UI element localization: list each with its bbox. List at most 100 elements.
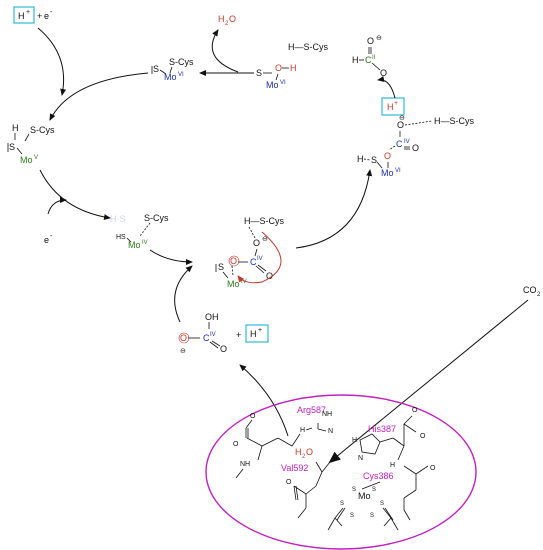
- svg-text:Mo: Mo: [164, 72, 177, 82]
- active-site-ellipse: [205, 394, 477, 550]
- svg-text:VI: VI: [178, 72, 184, 78]
- svg-text:O: O: [229, 14, 236, 24]
- svg-text:IV: IV: [142, 240, 148, 246]
- arrow-electron-in: [47, 197, 67, 215]
- svg-text:NH: NH: [322, 411, 332, 418]
- svg-text:S: S: [153, 64, 159, 74]
- svg-text:S: S: [370, 513, 374, 519]
- svg-text:2: 2: [302, 454, 306, 460]
- svg-text:HS: HS: [116, 234, 126, 241]
- bicarbonate-group: OH O C IV O ⊖ + H +: [178, 312, 269, 355]
- svg-text:S: S: [218, 262, 224, 272]
- svg-text:IV: IV: [210, 332, 216, 338]
- arrow-movi-to-mov: [49, 72, 149, 121]
- svg-text:O: O: [306, 447, 313, 457]
- arrow-h-plus-in: [37, 27, 67, 96]
- svg-text:O: O: [233, 441, 239, 448]
- svg-text:2: 2: [225, 21, 229, 27]
- red-o-circle: [228, 255, 240, 267]
- svg-text:VI: VI: [395, 168, 401, 174]
- svg-text:O: O: [220, 344, 227, 354]
- mo-iv-complex: H·S S-Cys HS Mo IV: [110, 213, 169, 250]
- svg-text:⊖: ⊖: [262, 236, 268, 243]
- svg-text:S-Cys: S-Cys: [144, 213, 169, 223]
- svg-text:O: O: [384, 151, 391, 161]
- svg-text:O: O: [412, 407, 418, 414]
- svg-text:Mo: Mo: [128, 240, 141, 250]
- svg-text:O: O: [253, 238, 260, 248]
- arrow-moiv-to-co2: [149, 249, 193, 265]
- svg-text:⊖: ⊖: [399, 115, 405, 122]
- svg-text:Mo: Mo: [227, 279, 240, 289]
- svg-text:O: O: [430, 465, 436, 472]
- svg-text:NH: NH: [240, 461, 250, 468]
- svg-text:O: O: [250, 413, 256, 420]
- svg-text:S: S: [9, 142, 15, 152]
- svg-text:H: H: [352, 437, 357, 444]
- svg-text:H·S: H·S: [110, 214, 126, 224]
- electron-left: e -: [44, 233, 53, 245]
- svg-text:C: C: [396, 139, 403, 149]
- red-electron-arrow: [237, 231, 282, 284]
- svg-text:Mo: Mo: [381, 168, 394, 178]
- svg-text:+: +: [236, 330, 241, 340]
- svg-text:O: O: [420, 433, 426, 440]
- svg-text:O: O: [275, 63, 282, 73]
- arrow-to-formate: [377, 76, 396, 99]
- val592-label: Val592: [281, 463, 308, 473]
- plus-text: +: [26, 9, 30, 16]
- svg-text:H: H: [300, 427, 305, 434]
- cys386-label: Cys386: [363, 471, 394, 481]
- arrow-bicarbonate-in: [174, 265, 193, 323]
- svg-text:S: S: [380, 501, 384, 507]
- svg-text:H: H: [218, 14, 225, 24]
- svg-text:H: H: [387, 102, 394, 112]
- svg-text:H: H: [390, 462, 395, 469]
- svg-text:+: +: [258, 327, 262, 334]
- electron-text: e: [44, 11, 49, 21]
- plus-sign: +: [37, 11, 42, 21]
- svg-text:e: e: [44, 235, 49, 245]
- active-site-structure: Arg587 His387 Val592 Cys386 NH H N O O N…: [233, 405, 436, 531]
- svg-text:N: N: [328, 428, 333, 435]
- mo-v-complex: H S S-Cys Mo V: [7, 123, 55, 165]
- water-top: H 2 O: [218, 14, 236, 27]
- mo-vi-co2-complex: H + ⊖ O H—S-Cys C IV O O H S Mo VI: [357, 97, 474, 178]
- svg-text:Mo: Mo: [358, 491, 371, 501]
- arrow-to-movi-co2: [295, 169, 373, 249]
- svg-text:Mo: Mo: [266, 80, 279, 90]
- svg-text:S: S: [256, 68, 262, 78]
- svg-text:II: II: [372, 55, 376, 61]
- svg-text:S: S: [340, 501, 344, 507]
- h-text: H: [18, 11, 25, 21]
- svg-text:S: S: [352, 487, 356, 493]
- his387-label: His387: [368, 424, 396, 434]
- svg-text:S: S: [350, 513, 354, 519]
- svg-text:⊖: ⊖: [376, 35, 382, 42]
- svg-text:VI: VI: [280, 80, 286, 86]
- arrow-active-to-bicarb: [239, 364, 289, 437]
- mo-iv-co2-complex: H—S-Cys O ⊖ O C IV O S Mo IV: [215, 216, 284, 289]
- arrow-co2-in: [328, 299, 529, 464]
- mo-vi-s-cys-left: S S-Cys Mo VI: [151, 57, 194, 82]
- svg-text:H: H: [295, 447, 302, 457]
- svg-text:H—S-Cys: H—S-Cys: [244, 216, 284, 226]
- formate-product: O ⊖ H C II O: [352, 35, 387, 78]
- arg587-label: Arg587: [297, 405, 326, 415]
- svg-text:S-Cys: S-Cys: [169, 57, 194, 67]
- svg-text:H: H: [250, 329, 257, 339]
- h-plus-electron: H + + e -: [13, 6, 53, 24]
- h-plus-box-right: [381, 97, 405, 116]
- svg-text:O: O: [367, 36, 374, 46]
- svg-text:H: H: [290, 63, 297, 73]
- svg-text:H: H: [12, 123, 19, 133]
- arrow-mov-to-moiv: [39, 169, 111, 221]
- svg-text:H: H: [352, 55, 359, 65]
- svg-text:+: +: [394, 100, 398, 107]
- svg-text:C: C: [250, 257, 257, 267]
- svg-text:O: O: [286, 479, 292, 486]
- svg-text:S: S: [372, 487, 376, 493]
- svg-text:Mo: Mo: [20, 155, 33, 165]
